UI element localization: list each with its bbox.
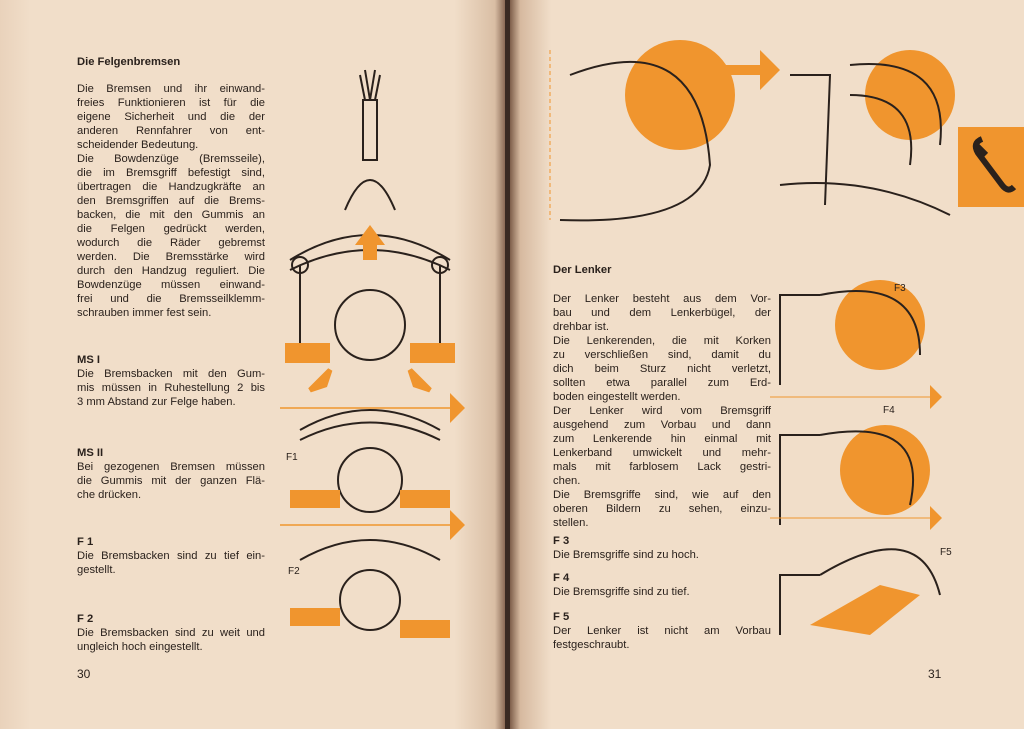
text-line: Die Bremsbacken sind zu tief ein- [77,550,265,562]
section-label: F 1 [77,536,94,548]
section-text: Die Bremsbacken sind zu weit und ungleich… [77,626,265,654]
text-line: schrauben immer fest sein. [77,307,212,319]
text-line: stellen. [553,517,589,529]
text-line: Der Lenker wird vom Bremsgriff [553,405,771,417]
text-line: Die Bremsgriffe sind zu hoch. [553,549,699,561]
text-line: chen. [553,475,581,487]
text-line: ungleich hoch eingestellt. [77,641,203,653]
text-line: che drücken. [77,489,142,501]
page-number: 30 [77,667,91,681]
text-line: gestellt. [77,564,116,576]
intro-paragraph: Der Lenker besteht aus dem Vor-bau und d… [553,292,771,530]
section-text: Die Bremsbacken sind zu tief ein-gestell… [77,549,265,577]
intro-paragraph: Die Bremsen und ihr einwand-freies Funkt… [77,82,265,320]
text-line: sollten etwa parallel zum Erd- [553,377,771,389]
text-line: Bei gezogenen Bremsen müssen [77,461,265,473]
text-line: mis müssen in Ruhestellung 2 bis [77,382,265,394]
section-text: Die Bremsbacken mit den Gum-mis müssen i… [77,367,265,409]
text-line: den Bremsgriffen auf die Brems- [77,195,265,207]
text-line: werden. Die Bremsstärke wird [77,251,265,263]
sections: F 3 Die Bremsgriffe sind zu hoch. F 4 Die B… [553,530,771,652]
text-line: Die Bremsgriffe sind zu tief. [553,586,690,598]
text-line: scheidender Bedeutung. [77,139,199,151]
text-line: dich beim Sturz nicht verletzt, [553,363,771,375]
text-line: Die Bremsen und ihr einwand- [77,83,265,95]
text-line: oberen Bildern zu sehen, einzu- [553,503,771,515]
text-line: die im Bremsgriff befestigt sind, [77,167,265,179]
text-line: Der Lenker ist nicht am Vorbau [553,625,771,637]
text-line: Die Lenkerenden, die mit Korken [553,335,771,347]
section-label: F 4 [553,572,570,584]
text-line: die Gummis mit der ganzen Flä- [77,475,265,487]
section-text: Die Bremsgriffe sind zu hoch. [553,548,771,562]
text-line: die Felgen gedrückt werden, [77,223,265,235]
figure-label-f2: F2 [288,566,300,577]
text-line: eigene Sicherheit und die der [77,111,265,123]
text-line: freies Funktionieren ist für die [77,97,265,109]
text-line: drehbar ist. [553,321,609,333]
text-line: Die Bremsbacken mit den Gum- [77,368,265,380]
figure-label-f5: F5 [940,547,952,558]
text-line: boden eingestellt werden. [553,391,681,403]
wrench-icon [972,136,1017,193]
section-text: Die Bremsgriffe sind zu tief. [553,585,771,599]
text-line: mals mit farblosem Lack gestri- [553,461,771,473]
text-line: frei und die Bremsseilklemm- [77,293,265,305]
handlebar-illustrations-f3-f5 [770,280,942,635]
section-label: MS II [77,447,104,459]
text-line: zum Lenkerende hin einmal mit [553,433,771,445]
right-page: Der Lenker Der Lenker besteht aus dem Vo… [510,0,1024,729]
text-line: bau und dem Lenkerbügel, der [553,307,771,319]
left-text-column: Die Felgenbremsen Die Bremsen und ihr ei… [77,55,265,654]
heading-felgenbremsen: Die Felgenbremsen [77,56,181,68]
text-line: festgeschraubt. [553,639,630,651]
text-line: Der Lenker besteht aus dem Vor- [553,293,771,305]
section-text: Bei gezogenen Bremsen müssen die Gummis m… [77,460,265,502]
text-line: backen, die mit den Gummis an [77,209,265,221]
text-line: Lenkerband umwickelt und mehr- [553,447,771,459]
figure-label-f4: F4 [883,405,895,416]
text-line: Die Bremsbacken sind zu weit und [77,627,265,639]
text-line: Die Bowdenzüge (Bremsseile), [77,153,265,165]
brake-illustration [280,69,465,638]
section-label: F 5 [553,611,570,623]
section-text: Der Lenker ist nicht am Vorbau festgeschr… [553,624,771,652]
figure-label-f3: F3 [894,283,906,294]
heading-lenker: Der Lenker [553,264,612,276]
text-line: Bowdenzüge müssen einwand- [77,279,265,291]
section-label: F 2 [77,613,94,625]
handlebar-illustration-top [549,40,955,222]
text-line: ausgehend zum Vorbau und dann [553,419,771,431]
section-label: MS I [77,354,100,366]
text-line: wodurch die Räder gebremst [77,237,265,249]
figure-label-f1: F1 [286,452,298,463]
wrench-tab [958,127,1024,207]
left-page: Die Felgenbremsen Die Bremsen und ihr ei… [0,0,505,729]
text-line: anderen Rennfahrer von ent- [77,125,265,137]
section-label: F 3 [553,535,570,547]
text-line: übertragen die Handzugkräfte an [77,181,265,193]
text-line: Die Bremsgriffe sind, wie auf den [553,489,771,501]
right-text-column: Der Lenker Der Lenker besteht aus dem Vo… [553,263,771,652]
text-line: zu verschließen sind, damit du [553,349,771,361]
page-number: 31 [928,667,942,681]
text-line: durch den Handzug reguliert. Die [77,265,265,277]
text-line: 3 mm Abstand zur Felge haben. [77,396,236,408]
